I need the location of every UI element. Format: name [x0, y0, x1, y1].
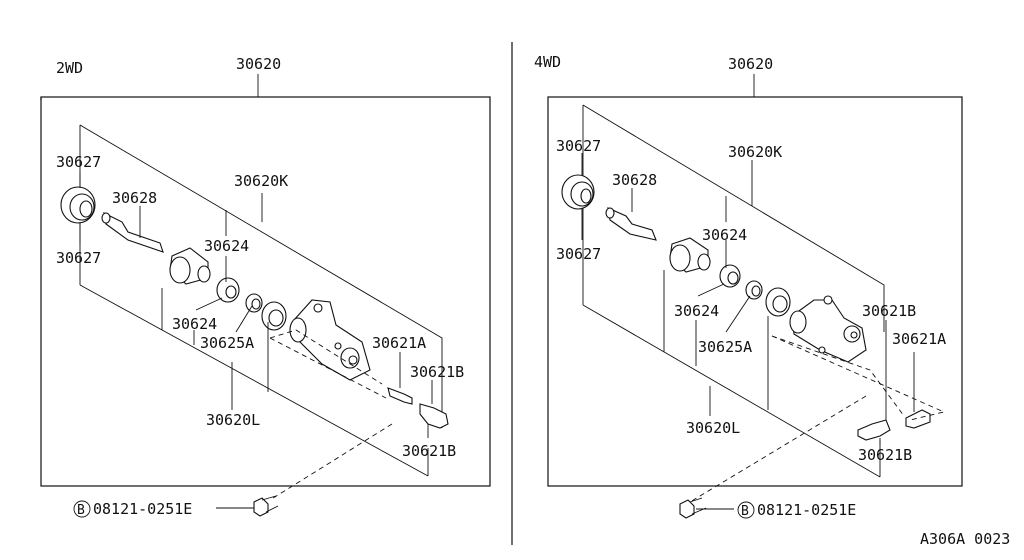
dust-seal-part [261, 301, 287, 331]
panel-2wd: 2WD 30620 [40, 55, 491, 518]
bleeder-cap-part [419, 403, 449, 429]
label-30621b-bottom-4wd: 30621B [858, 446, 912, 464]
push-rod-part [101, 212, 164, 253]
label-30627-bottom-4wd: 30627 [556, 245, 601, 263]
cup-seal-part [216, 277, 240, 303]
assembly-frame-2wd [40, 96, 491, 487]
panel-4wd: 4WD 30620 [534, 53, 963, 519]
label-30628-4wd: 30628 [612, 171, 657, 189]
bolt-marker-letter-4wd: B [741, 504, 749, 519]
spring-ring-part-4wd [745, 280, 763, 300]
assembly-label-4wd: 30620 [728, 55, 773, 73]
label-30621a-4wd: 30621A [892, 330, 946, 348]
seal-boot-part [60, 186, 96, 224]
label-30625a-2wd: 30625A [200, 334, 254, 352]
panel-title-2wd: 2WD [56, 59, 83, 77]
label-30620l-2wd: 30620L [206, 411, 260, 429]
bleeder-cap-part-4wd [857, 419, 891, 441]
piston-part-4wd [669, 237, 711, 273]
push-rod-part-4wd [605, 207, 657, 241]
bleeder-screw-part [387, 387, 413, 405]
label-30627-bottom-2wd: 30627 [56, 249, 101, 267]
dust-seal-part-4wd [765, 287, 791, 317]
assembly-label-2wd: 30620 [236, 55, 281, 73]
cylinder-body-part [289, 299, 371, 381]
label-30621b-top-4wd: 30621B [862, 302, 916, 320]
label-30628-2wd: 30628 [112, 189, 157, 207]
bolt-part-4wd [679, 497, 707, 519]
label-30624-bottom-4wd: 30624 [674, 302, 719, 320]
label-30627-top-4wd: 30627 [556, 137, 601, 155]
bolt-part-number-2wd: 08121-0251E [93, 500, 192, 518]
label-30624-bottom-2wd: 30624 [172, 315, 217, 333]
label-30625a-4wd: 30625A [698, 338, 752, 356]
label-30620k-2wd: 30620K [234, 172, 288, 190]
label-30620l-4wd: 30620L [686, 419, 740, 437]
label-30624-top-4wd: 30624 [702, 226, 747, 244]
label-30627-top-2wd: 30627 [56, 153, 101, 171]
figure-code: A306A 0023 [920, 530, 1010, 548]
bolt-part-number-4wd: 08121-0251E [757, 501, 856, 519]
label-30621b-top-2wd: 30621B [410, 363, 464, 381]
cup-seal-part-4wd [719, 264, 741, 288]
spring-ring-part [245, 293, 263, 313]
bolt-part-2wd [253, 495, 279, 517]
cylinder-body-part-4wd [789, 295, 867, 363]
seal-boot-part-4wd [561, 174, 595, 210]
bolt-marker-2wd [73, 500, 91, 518]
label-30621b-bottom-2wd: 30621B [402, 442, 456, 460]
assembly-frame-4wd [547, 96, 963, 487]
piston-part [169, 247, 211, 285]
label-30624-top-2wd: 30624 [204, 237, 249, 255]
panel-title-4wd: 4WD [534, 53, 561, 71]
label-30620k-4wd: 30620K [728, 143, 782, 161]
bolt-marker-letter-2wd: B [77, 503, 85, 518]
label-30621a-2wd: 30621A [372, 334, 426, 352]
bleeder-screw-part-4wd [905, 409, 931, 429]
bolt-marker-4wd [737, 501, 755, 519]
